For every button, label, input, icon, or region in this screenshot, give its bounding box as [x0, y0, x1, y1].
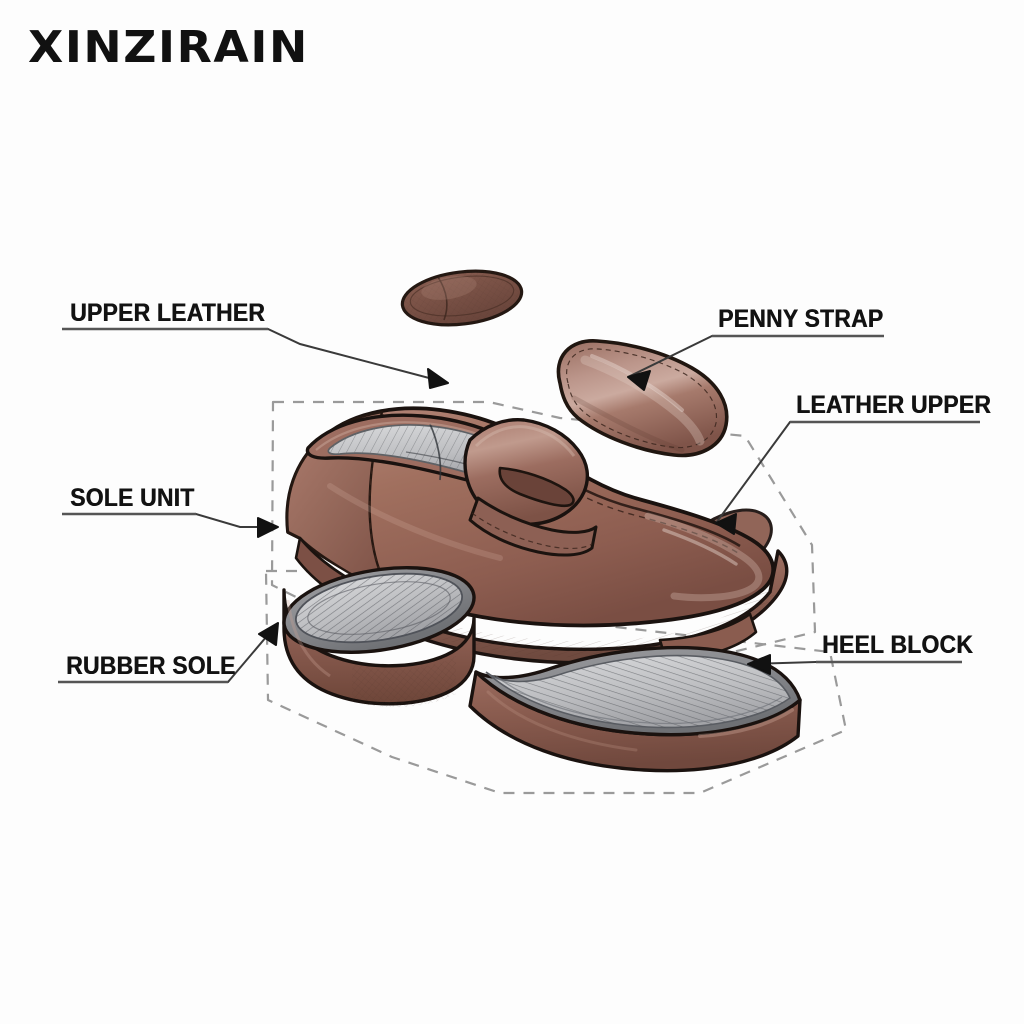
callout-label-heel-block: HEEL BLOCK [822, 631, 973, 659]
callout-label-sole-unit: SOLE UNIT [70, 484, 195, 512]
callout-label-leather-upper: LEATHER UPPER [796, 391, 991, 419]
component-penny-strap [556, 339, 729, 458]
brand-logo: XINZIRAIN [28, 22, 309, 73]
callout-leather-upper: LEATHER UPPER [796, 391, 1008, 419]
component-heel-block [282, 566, 476, 708]
callout-heel-block: HEEL BLOCK [822, 631, 986, 659]
callout-label-rubber-sole: RUBBER SOLE [66, 652, 236, 680]
callout-label-penny-strap: PENNY STRAP [718, 305, 884, 333]
component-rubber-sole [468, 645, 802, 773]
callout-label-upper-leather: UPPER LEATHER [70, 299, 265, 327]
callout-rubber-sole: RUBBER SOLE [66, 652, 250, 680]
component-upper-leather-swatch [400, 269, 524, 327]
callout-penny-strap: PENNY STRAP [718, 305, 898, 333]
callout-upper-leather: UPPER LEATHER [70, 299, 282, 327]
callout-sole-unit: SOLE UNIT [70, 484, 205, 512]
